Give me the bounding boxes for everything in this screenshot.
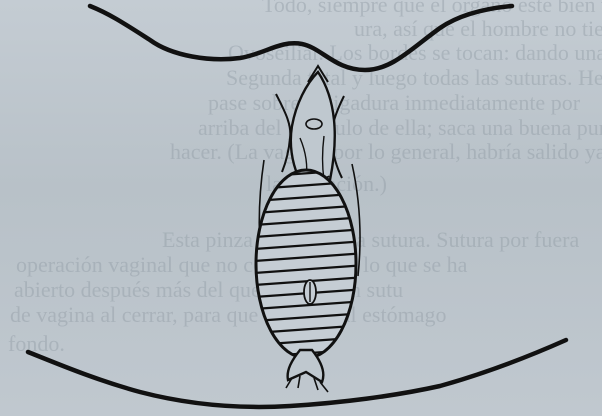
upper-organ (291, 72, 335, 180)
retractor-left (276, 94, 290, 172)
top-curve (90, 6, 512, 70)
